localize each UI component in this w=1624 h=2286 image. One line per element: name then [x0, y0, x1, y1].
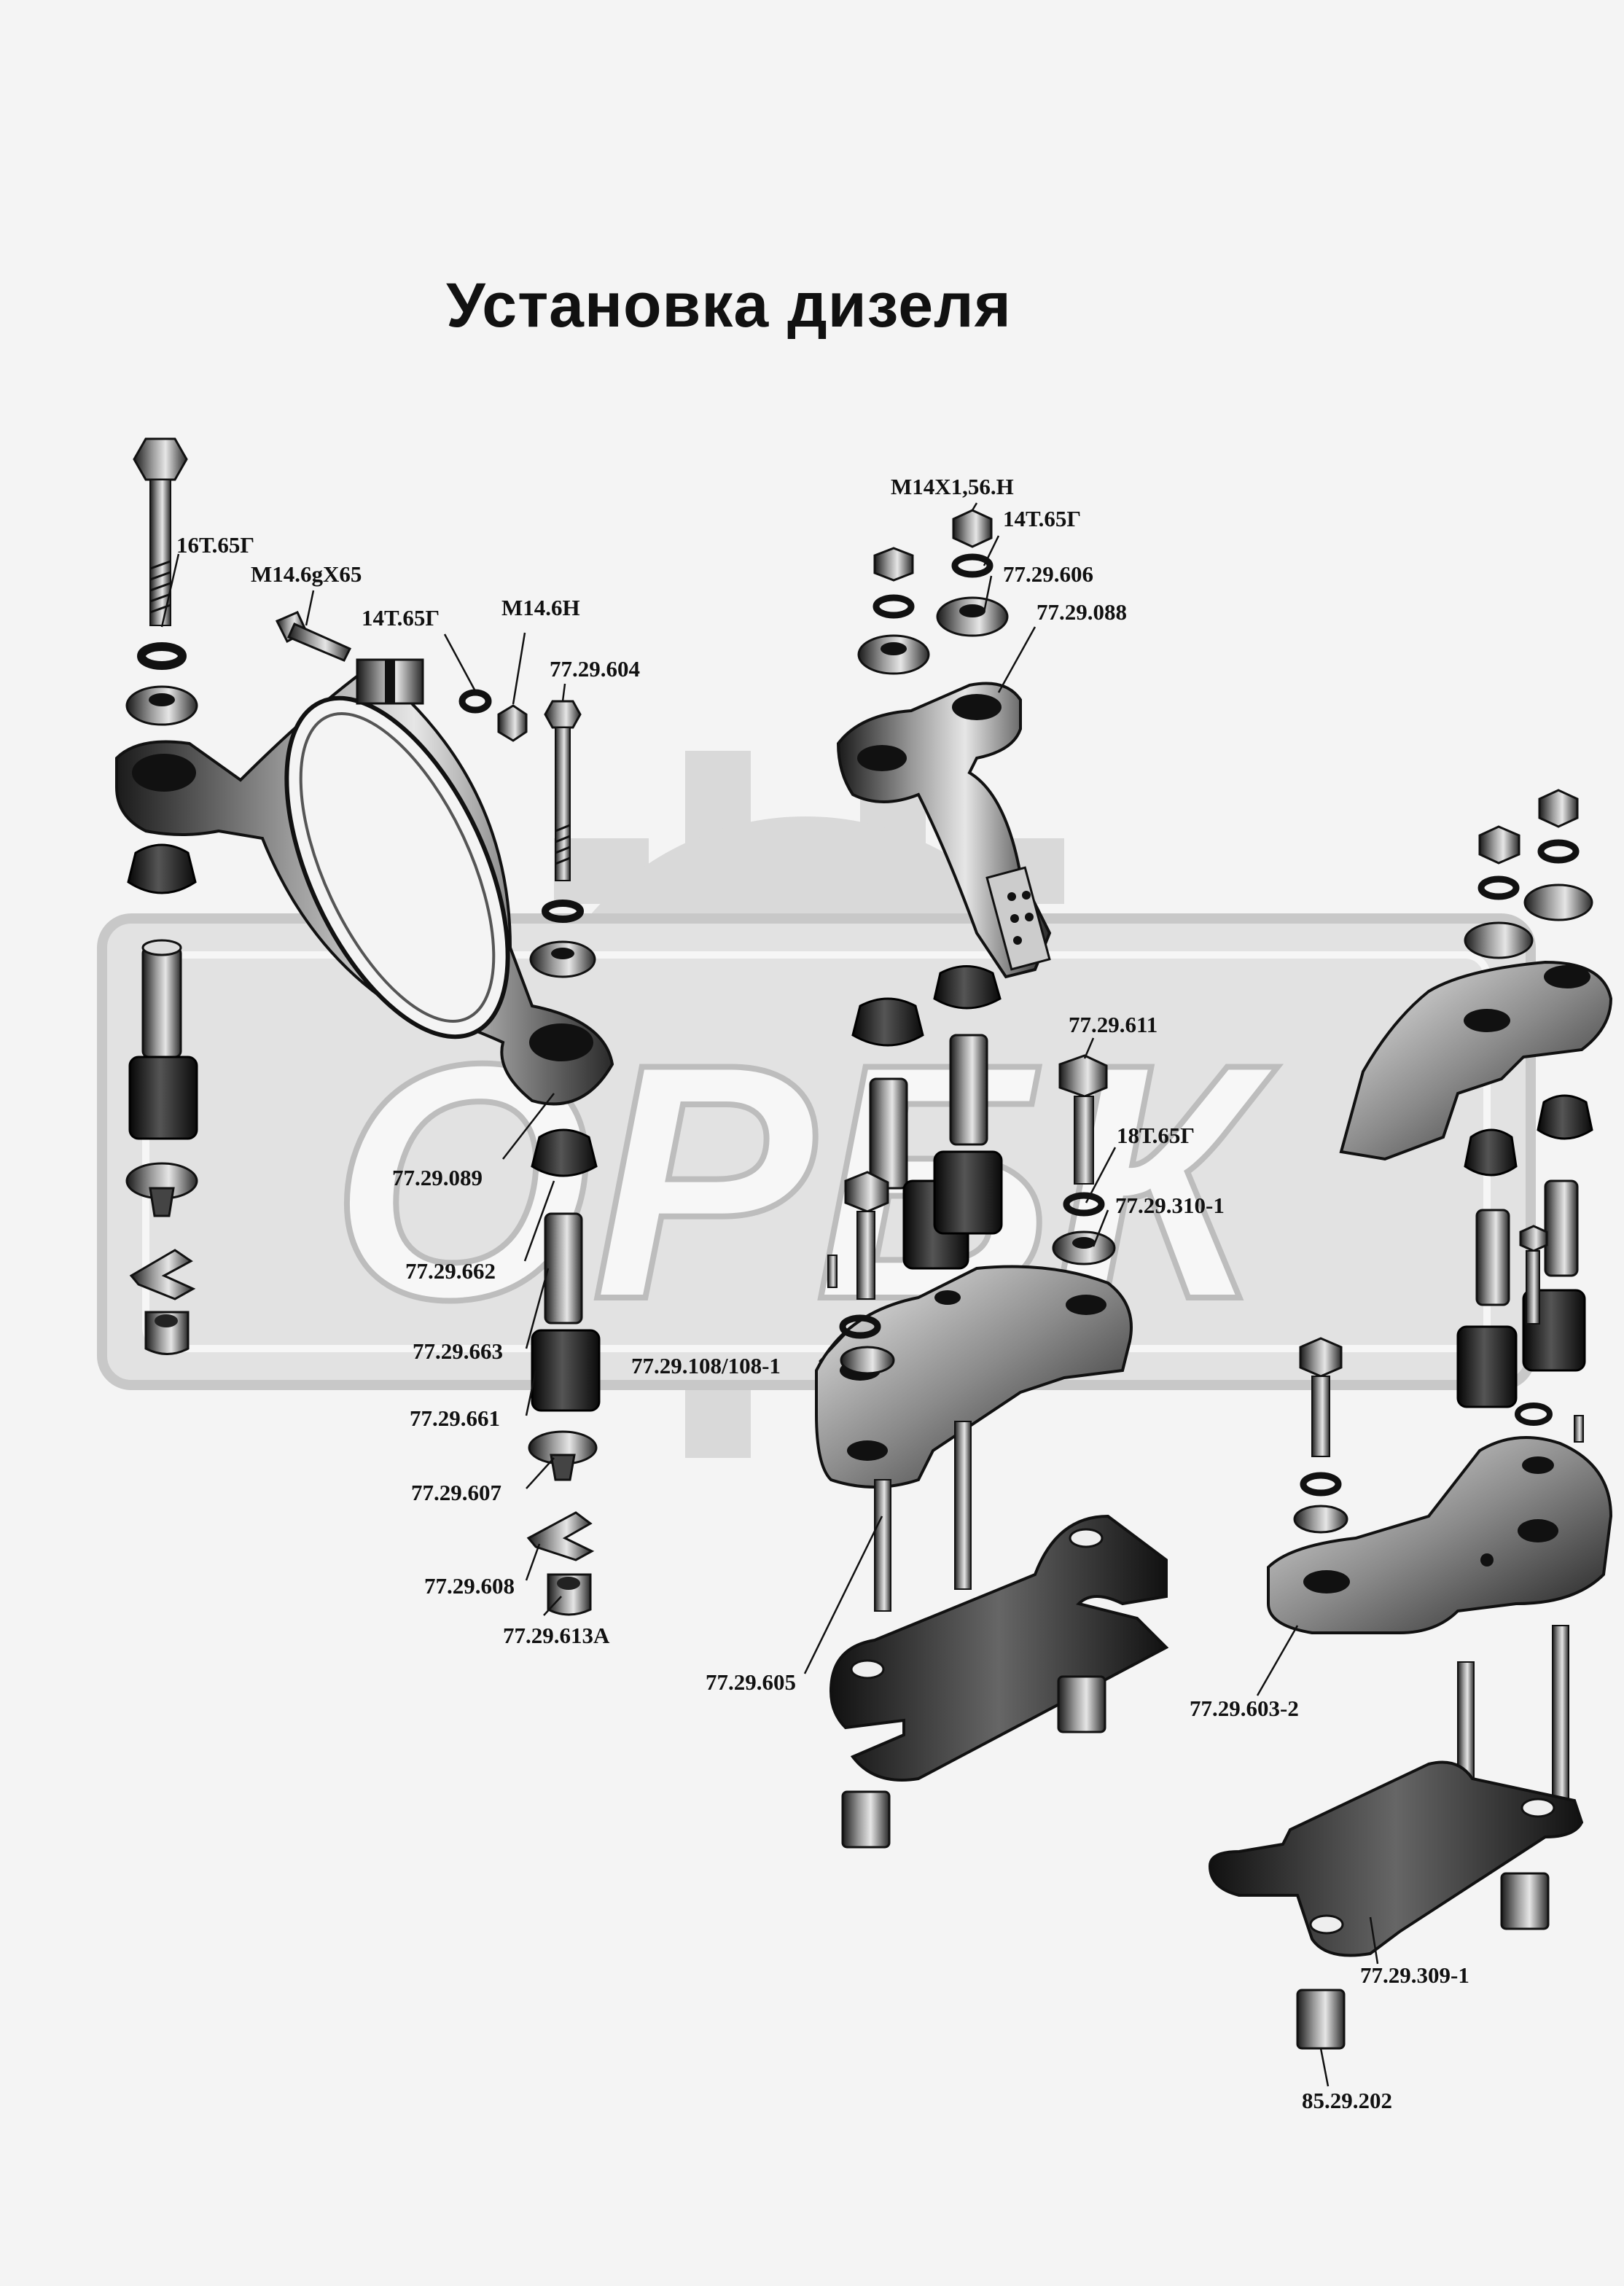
label-613a: 77.29.613А: [503, 1623, 610, 1648]
leader-lines: [160, 502, 1379, 2087]
label-088: 77.29.088: [1037, 599, 1127, 625]
label-605: 77.29.605: [706, 1669, 796, 1695]
clamp-bracket-089: [115, 658, 614, 1106]
label-m14x156: М14Х1,56.Н: [891, 474, 1014, 499]
plate-605: [829, 1421, 1169, 1849]
nut-icon: [497, 704, 528, 742]
label-14t65g-mid: 14Т.65Г: [1003, 506, 1082, 531]
label-14t65g-left: 14Т.65Г: [362, 605, 440, 631]
middle-cushions: [827, 965, 1116, 1300]
plate-309-1: [1208, 1625, 1584, 2050]
spring-washer-icon: [458, 689, 492, 714]
label-309: 77.29.309-1: [1360, 1962, 1469, 1988]
label-202: 85.29.202: [1302, 2088, 1392, 2113]
label-611: 77.29.611: [1069, 1012, 1158, 1037]
bolt-m14-6gx65: [275, 611, 352, 662]
label-310: 77.29.310-1: [1115, 1193, 1225, 1218]
label-663: 77.29.663: [413, 1338, 503, 1364]
label-108: 77.29.108/108-1: [631, 1353, 781, 1378]
label-604: 77.29.604: [550, 656, 640, 682]
label-608: 77.29.608: [424, 1573, 515, 1599]
bracket-108: [815, 1265, 1133, 1489]
label-607: 77.29.607: [411, 1480, 501, 1505]
label-603: 77.29.603-2: [1190, 1696, 1299, 1721]
middle-left-stack: [526, 700, 601, 1616]
left-bolt-stack: [125, 437, 198, 1355]
bracket-088: [836, 682, 1052, 979]
bracket-603-2: [1267, 1337, 1613, 1634]
label-m14-6h: М14.6Н: [501, 595, 580, 620]
label-16t65g: 16Т.65Г: [176, 532, 255, 558]
label-606: 77.29.606: [1003, 561, 1093, 587]
bracket-right-upper: [1339, 960, 1613, 1443]
label-18t65g: 18Т.65Г: [1117, 1123, 1195, 1148]
label-661: 77.29.661: [410, 1405, 500, 1431]
label-662: 77.29.662: [405, 1258, 496, 1284]
label-089: 77.29.089: [392, 1165, 483, 1190]
page-title: Установка дизеля: [446, 270, 1012, 340]
label-m14x65: М14.6gX65: [251, 561, 362, 587]
middle-top-fasteners: [857, 509, 1009, 675]
right-top-fasteners: [1464, 789, 1593, 959]
